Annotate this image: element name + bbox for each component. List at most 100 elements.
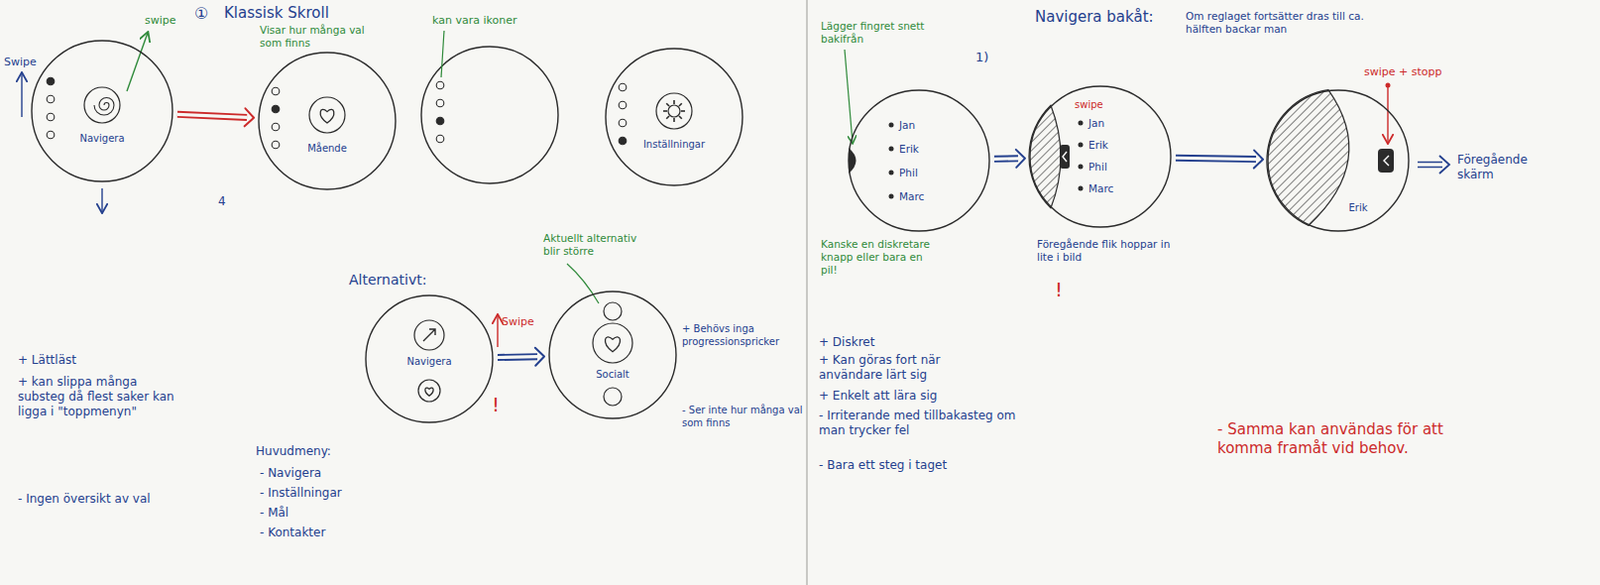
annotation: 4 (218, 194, 227, 210)
annotation: + Kan göras fort när användare lärt sig (818, 352, 988, 383)
heart-icon (604, 337, 620, 352)
screen-outline (604, 47, 744, 187)
annotation: kan vara ikoner (432, 13, 517, 28)
screen-drawing (605, 48, 743, 186)
progress-dot (46, 113, 55, 121)
annotation: Kanske en diskretare knapp eller bara en… (820, 237, 932, 277)
icon-ring (592, 323, 633, 363)
screen-text: Navigera (79, 132, 124, 145)
tab-arrow (1062, 151, 1067, 162)
screen-drawing (365, 295, 493, 423)
arrow-head (1016, 149, 1026, 168)
watch-screen: Socialt (548, 290, 678, 420)
page-fold (805, 0, 808, 585)
list-bullet (1078, 164, 1084, 170)
icon-ring (656, 93, 692, 129)
navigate-icon (423, 329, 436, 342)
heart-icon (425, 387, 434, 396)
gear-tooth (681, 110, 686, 113)
swipe-arrow (1386, 85, 1388, 143)
swirl-icon (94, 98, 115, 116)
previous-screen (1266, 90, 1350, 227)
swipe-arrow (496, 315, 498, 347)
annotation: swipe (144, 13, 177, 28)
screen-text: Erik (1349, 202, 1369, 215)
watch-face (365, 295, 493, 423)
watch-face (848, 90, 990, 231)
annotation: swipe (1074, 99, 1104, 113)
leader-arrow (844, 49, 853, 143)
icon-ring (309, 97, 345, 133)
icon-ring (418, 379, 441, 402)
flow-arrow (994, 149, 1026, 168)
screen-outline (257, 51, 397, 191)
annotation: swipe + stopp (1364, 65, 1442, 80)
screen-text: Inställningar (643, 138, 705, 151)
annotation: + kan slippa många substeg då flest sake… (17, 374, 177, 420)
arrow-head (1439, 155, 1450, 174)
screen-text: Jan (1088, 116, 1105, 130)
screen-text: Erik (899, 142, 919, 156)
list-bullet (1078, 120, 1084, 126)
arrow-body (177, 114, 247, 117)
screen-outline (847, 89, 991, 232)
gear-tooth (679, 115, 683, 119)
annotation: Aktuellt alternativ blir större (543, 231, 655, 258)
annotation: - Irriterande med tillbakasteg om man tr… (818, 408, 1018, 439)
icon-ring (603, 302, 622, 321)
annotation: Klassisk Skroll (224, 3, 330, 23)
screen-outline (1266, 89, 1410, 232)
arrow-head (244, 108, 254, 126)
screen-text: Mående (307, 142, 347, 155)
list-bullet (1078, 142, 1084, 148)
annotation: 1) (975, 49, 989, 66)
progress-dot (46, 130, 55, 139)
annotation: Lägger fingret snett bakifrån (820, 19, 946, 46)
annotation: ① (194, 3, 209, 24)
gear-tooth (679, 103, 683, 107)
screen-text: Navigera (406, 355, 452, 368)
progress-dot (436, 116, 445, 125)
watch-face (31, 40, 173, 182)
screen-outline (30, 39, 174, 183)
heart-icon (320, 109, 335, 123)
progress-dot (271, 105, 280, 114)
swipe-arrow (126, 32, 148, 92)
progress-dot (618, 118, 627, 127)
arrow-head (535, 347, 545, 366)
icon-ring (603, 387, 622, 406)
annotation: Swipe (3, 55, 37, 70)
annotation: Om reglaget fortsätter dras till ca. häl… (1185, 9, 1365, 36)
leader-line (567, 263, 599, 304)
gear-tooth (663, 110, 668, 113)
progress-dot (271, 140, 280, 149)
annotation: - Samma kan användas för att komma framå… (1217, 420, 1486, 458)
arrow-head (1254, 150, 1263, 169)
screen-text: Phil (1088, 160, 1108, 174)
watch-face (605, 48, 743, 186)
screen-drawing (1028, 86, 1171, 228)
screen-drawing (31, 40, 173, 182)
watch-face (1029, 86, 1171, 228)
gear-tooth (666, 103, 670, 107)
screen-text: Marc (1088, 182, 1114, 196)
screen-text: Jan (899, 118, 915, 132)
back-tab (848, 147, 857, 174)
gear-tooth (666, 115, 670, 119)
watch-screen: JanErikPhilMarc (847, 89, 991, 232)
down-arrow (101, 188, 103, 213)
annotation: Alternativt: (348, 271, 427, 290)
list-bullet (889, 146, 895, 152)
list-bullet (889, 170, 895, 176)
arrow-body (497, 352, 538, 361)
annotation: Navigera bakåt: (1034, 7, 1154, 27)
screen-drawing (848, 90, 990, 231)
icon-ring (414, 320, 445, 350)
previous-tab (1028, 105, 1061, 209)
tab-arrow (1383, 155, 1389, 166)
flow-arrow (177, 108, 254, 126)
annotation: + Enkelt att lära sig (818, 388, 937, 404)
progress-dot (618, 136, 627, 145)
arrow-body-inner (1175, 157, 1257, 159)
